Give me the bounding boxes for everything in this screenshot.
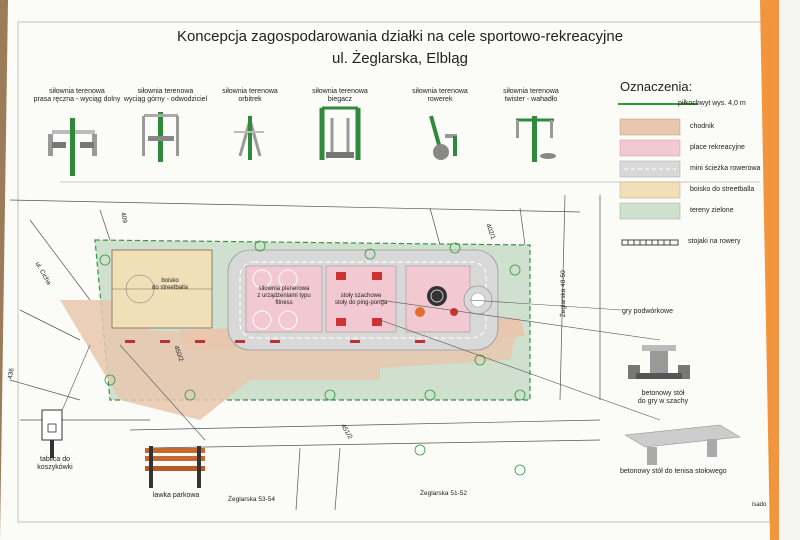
equipment-icon-4 — [319, 106, 361, 160]
paper-edge — [779, 0, 800, 540]
legend-streetball-swatch — [619, 181, 681, 199]
dartboard-icon — [427, 286, 447, 306]
callout-lines — [57, 299, 661, 441]
hoop-image — [41, 409, 63, 458]
equipment-icon-2 — [142, 112, 179, 162]
legend-label-streetball: boisko do streetballa — [690, 186, 755, 193]
legend-swatches — [618, 103, 698, 246]
legend-label-green: tereny zielone — [690, 207, 734, 214]
fitness-area — [245, 265, 323, 333]
callout-bench: ławka parkowa — [153, 492, 200, 499]
equipment-icon-6 — [516, 116, 556, 162]
legend-label-bike-rack: stojaki na rowery — [688, 238, 741, 245]
survey-lines — [9, 194, 601, 511]
legend-bike-rack-icon — [621, 239, 679, 246]
equipment-icon-3 — [234, 114, 264, 160]
equipment-icon-5 — [429, 115, 457, 160]
street-zeg-53-54: Żeglarska 53-54 — [228, 496, 275, 503]
pingpong-table-image — [624, 424, 741, 465]
legend-recreation-swatch — [619, 139, 681, 157]
chess-table-image — [628, 345, 690, 379]
callout-pingpong: betonowy stół do tenisa stołowego — [620, 468, 727, 475]
callout-games: gry podwórkowe — [622, 308, 673, 315]
legend-label-bike-path: mini ścieżka rowerowa — [690, 165, 761, 172]
trees — [99, 240, 526, 476]
legend-label-sidewalk: chodnik — [690, 123, 715, 130]
street-zeg-51-52: Żeglarska 51-52 — [420, 490, 467, 497]
footer-mark: isado — [752, 502, 767, 508]
bench-image — [145, 446, 205, 488]
legend-label-recreation: place rekreacyjne — [690, 144, 745, 151]
equipment-icon-1 — [48, 118, 97, 176]
legend-bike-path-swatch — [619, 160, 681, 178]
title-line-1: Koncepcja zagospodarowania działki na ce… — [176, 28, 624, 45]
legend-green-swatch — [619, 202, 681, 220]
legend-heading: Oznaczenia: — [620, 79, 693, 94]
parcel-409: 409 — [119, 211, 129, 224]
title-line-2: ul. Żeglarska, Elbląg — [332, 50, 468, 67]
legend-sidewalk-swatch — [619, 118, 681, 136]
legend-label-fence: piłkochwyt wys. 4,0 m — [678, 100, 746, 107]
street-zeg-48-50: Żeglarska 48-50 — [559, 270, 567, 318]
plan-benches — [125, 340, 425, 343]
